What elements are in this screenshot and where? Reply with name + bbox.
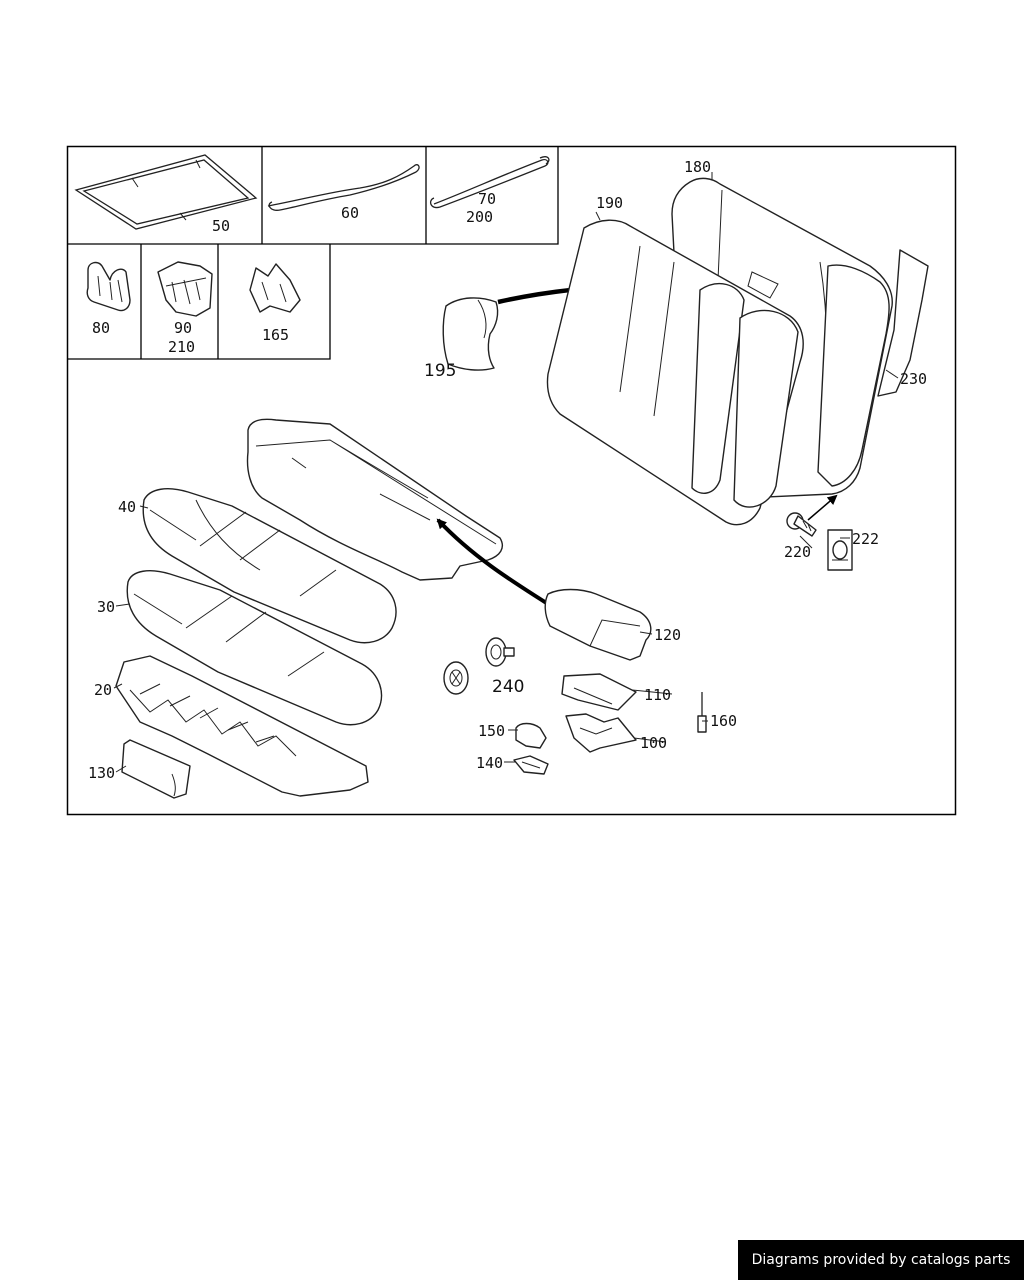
- side-panel-part-230: [817, 264, 890, 487]
- label-210: 210: [168, 338, 195, 356]
- label-40: 40: [118, 498, 136, 516]
- label-130: 130: [88, 764, 115, 782]
- leader-lines: [113, 172, 899, 773]
- trim-part-120: [544, 588, 652, 661]
- label-220: 220: [784, 543, 811, 561]
- label-230: 230: [900, 370, 927, 388]
- cover-part-130: [121, 739, 191, 799]
- spring-wire-part-60: [267, 164, 420, 211]
- inset-boxes: [67, 146, 559, 360]
- headrest-part-195: [442, 297, 499, 371]
- clip-part-140: [513, 755, 549, 775]
- block-part-110: [561, 673, 637, 711]
- credit-footer: Diagrams provided by catalogs parts: [738, 1240, 1024, 1280]
- bracket-part-100: [565, 713, 637, 753]
- label-240: 240: [492, 677, 524, 697]
- bolt-part-220: [786, 512, 817, 537]
- label-140: 140: [476, 754, 503, 772]
- fasteners-part-240: [443, 637, 515, 695]
- bracket-part-90: [157, 261, 213, 317]
- label-20: 20: [94, 681, 112, 699]
- label-165: 165: [262, 326, 289, 344]
- nut-part-222: [827, 529, 853, 571]
- clip-part-150: [515, 722, 547, 749]
- frame-wire-part-50: [74, 154, 258, 230]
- clip-part-80: [86, 261, 131, 312]
- label-30: 30: [97, 598, 115, 616]
- clip-part-165: [249, 263, 301, 313]
- label-120: 120: [654, 626, 681, 644]
- seat-cushion-part-40: [142, 488, 397, 644]
- label-60: 60: [341, 204, 359, 222]
- backrest-cushion-part-190: [546, 219, 804, 526]
- label-80: 80: [92, 319, 110, 337]
- label-180: 180: [684, 158, 711, 176]
- label-195: 195: [424, 361, 456, 381]
- label-110: 110: [644, 686, 671, 704]
- label-90: 90: [174, 319, 192, 337]
- seat-base-part-20: [115, 655, 369, 797]
- seat-foam-upper: [246, 418, 504, 581]
- arrow-120-to-seat: [436, 518, 550, 606]
- label-160: 160: [710, 712, 737, 730]
- pin-part-160: [697, 692, 707, 733]
- arrow-222-to-frame: [807, 494, 838, 521]
- diagram-frame: [66, 145, 957, 816]
- label-100: 100: [640, 734, 667, 752]
- label-70: 70: [478, 190, 496, 208]
- label-222: 222: [852, 530, 879, 548]
- label-150: 150: [478, 722, 505, 740]
- seat-cushion-part-30: [126, 570, 383, 726]
- hook-wire-part-70: [429, 156, 550, 209]
- label-190: 190: [596, 194, 623, 212]
- label-50: 50: [212, 217, 230, 235]
- label-200: 200: [466, 208, 493, 226]
